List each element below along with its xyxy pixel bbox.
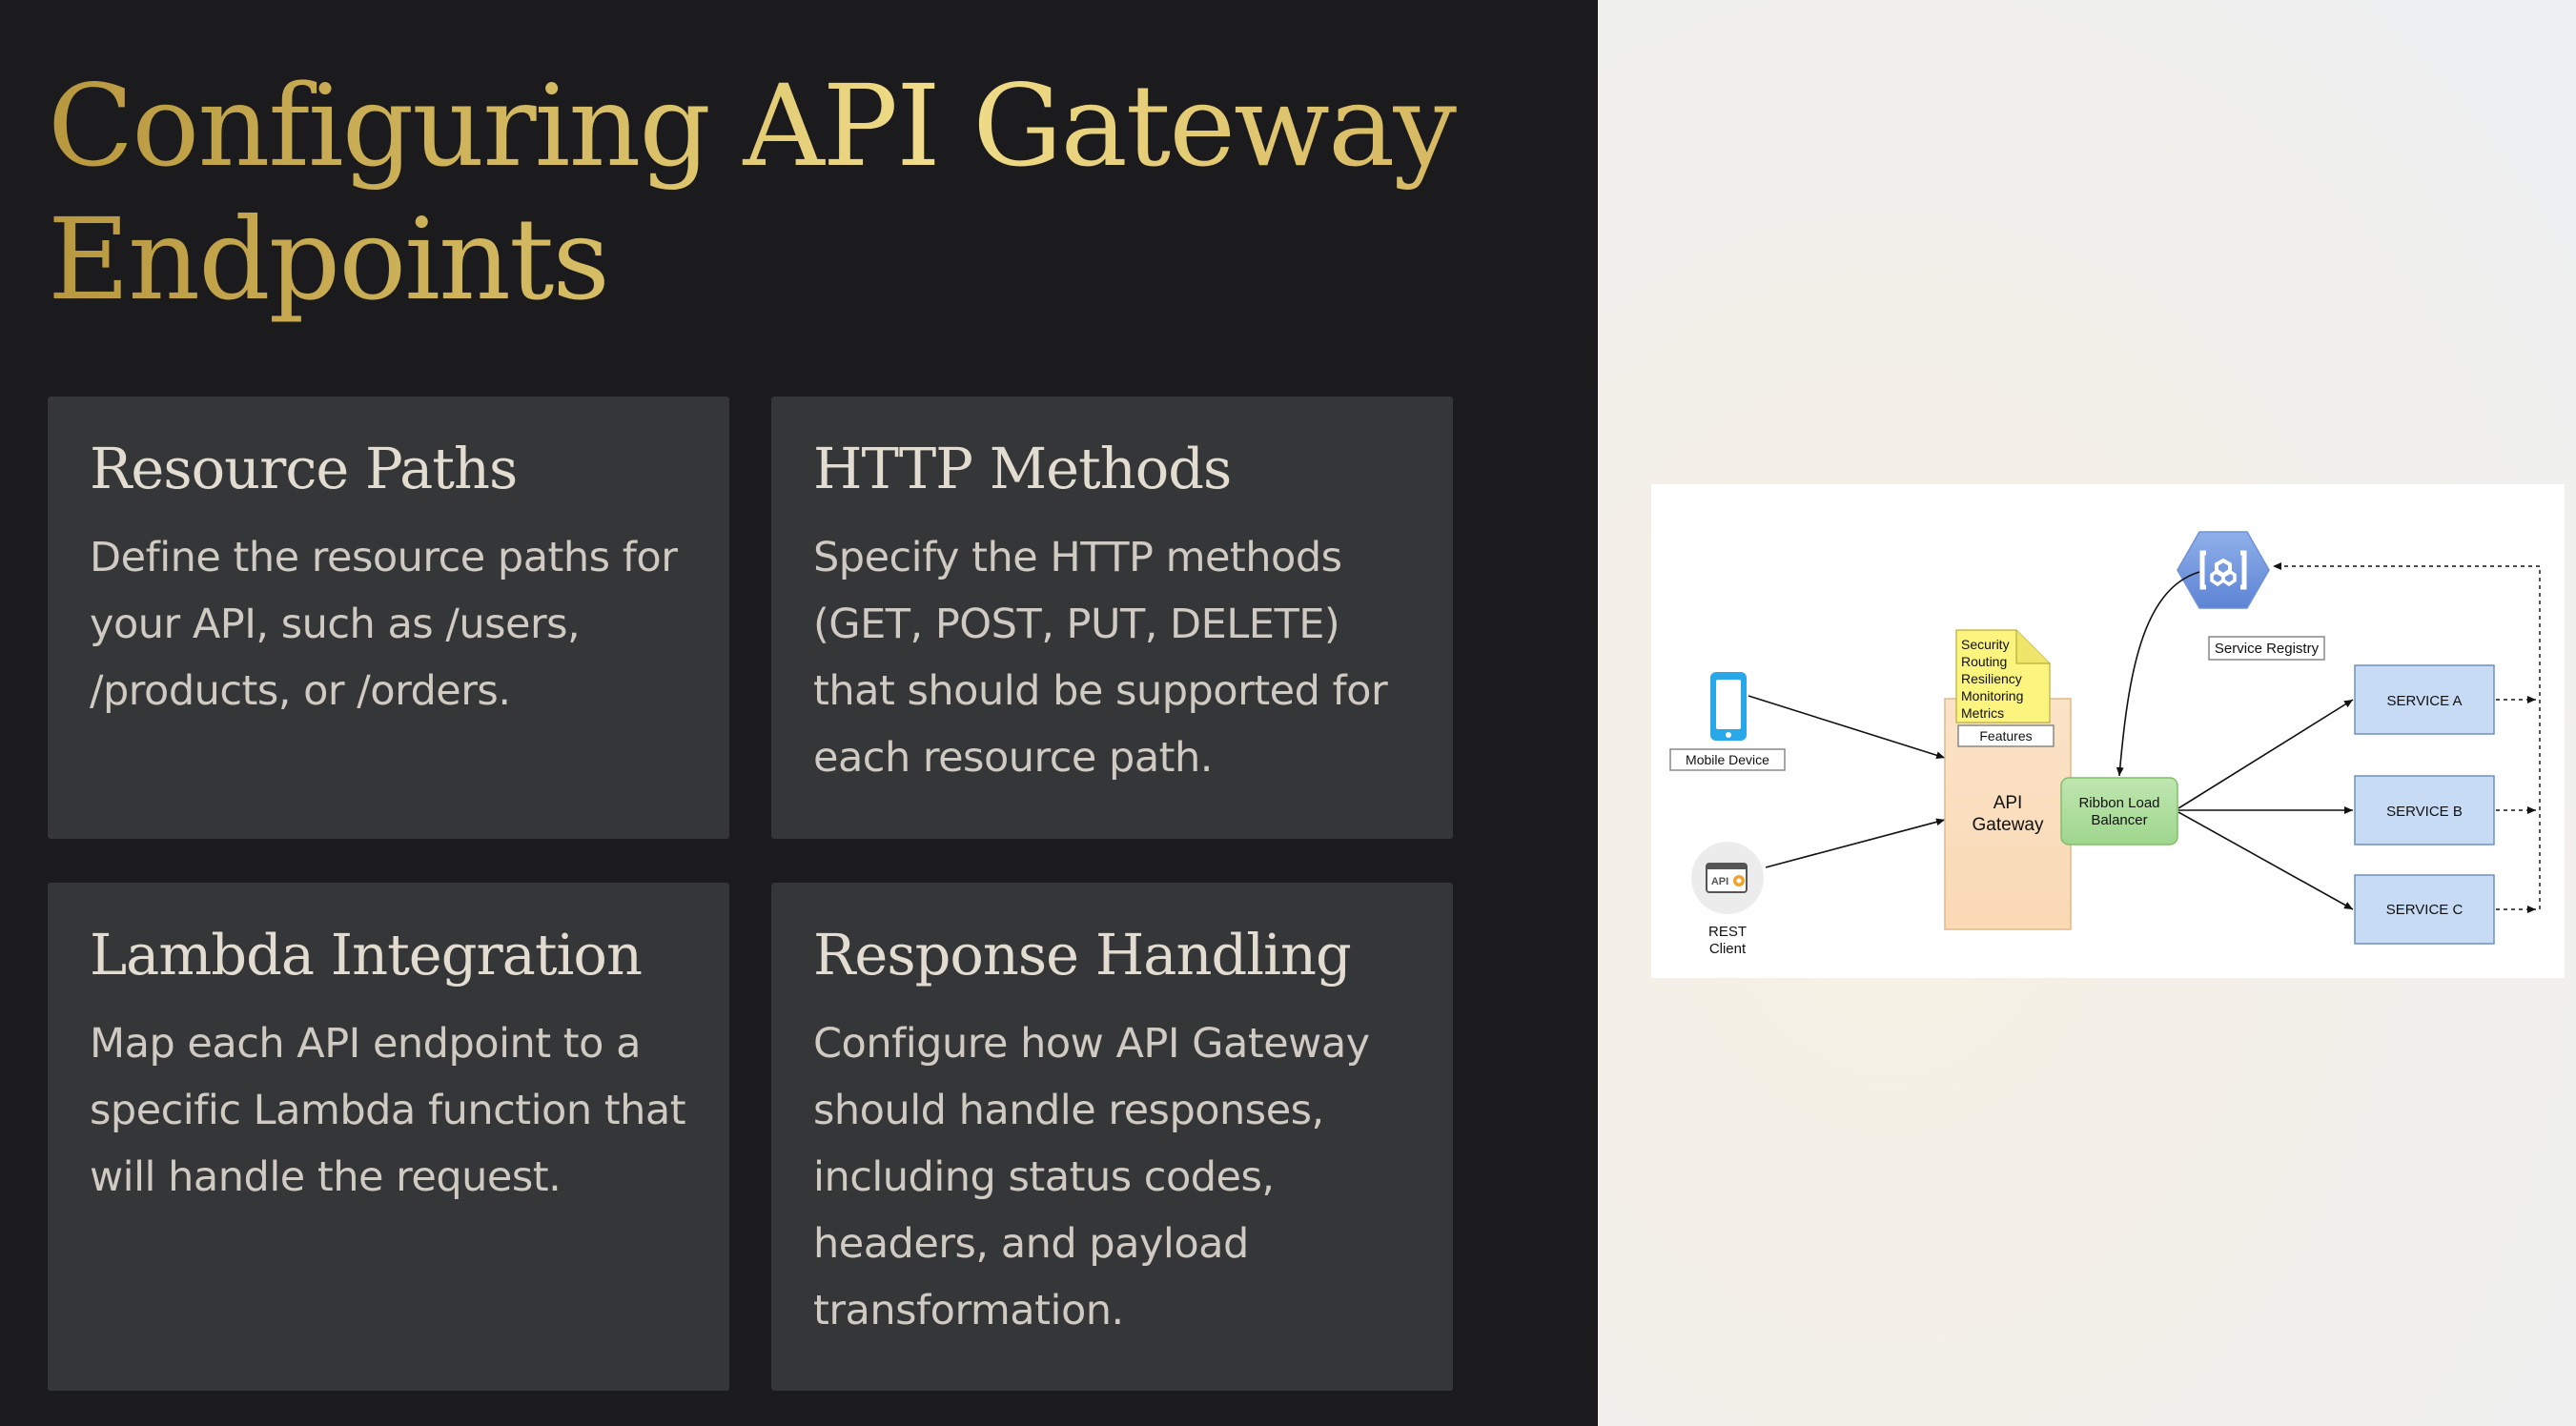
- lb-to-service-c-arrow: [2177, 811, 2354, 910]
- card-body: Configure how API Gateway should handle …: [813, 1020, 1370, 1334]
- mobile-device-icon: [1710, 672, 1747, 741]
- features-label-box: [1957, 724, 2055, 747]
- lb-to-service-a-arrow: [2177, 699, 2354, 809]
- card-body: Define the resource paths for your API, …: [90, 534, 678, 715]
- service-b-label: SERVICE B: [2386, 804, 2463, 820]
- card-heading: Response Handling: [813, 922, 1352, 988]
- rest-client-label-2: Client: [1709, 941, 1747, 957]
- card-heading: Resource Paths: [90, 436, 518, 501]
- load-balancer-label-2: Balancer: [2091, 812, 2147, 828]
- rest-client-label-1: REST: [1708, 924, 1747, 940]
- card-body: Specify the HTTP methods (GET, POST, PUT…: [813, 534, 1388, 782]
- note-fold: [2015, 630, 2050, 664]
- service-c-box: [2354, 874, 2495, 945]
- service-registry-label-box: [2208, 636, 2325, 661]
- card-resource-paths: Resource Paths Define the resource paths…: [48, 397, 729, 839]
- feature-security: Security: [1961, 637, 2010, 652]
- feature-routing: Routing: [1961, 654, 2007, 669]
- service-registry-label: Service Registry: [2215, 641, 2320, 657]
- card-body: Map each API endpoint to a specific Lamb…: [90, 1020, 686, 1201]
- api-gateway-label-1: API: [1993, 793, 2023, 813]
- feature-metrics: Metrics: [1961, 705, 2004, 721]
- card-heading: Lambda Integration: [90, 922, 643, 988]
- service-b-box: [2354, 775, 2495, 845]
- feature-monitoring: Monitoring: [1961, 688, 2023, 703]
- service-a-label: SERVICE A: [2387, 693, 2463, 709]
- service-c-label: SERVICE C: [2386, 902, 2464, 918]
- service-a-box: [2354, 664, 2495, 735]
- architecture-diagram: Mobile Device API REST Client API Gatewa…: [1651, 484, 2565, 978]
- api-badge: API: [1711, 876, 1728, 887]
- left-panel: Configuring API Gateway Endpoints Resour…: [48, 59, 1535, 1391]
- slide-title: Configuring API Gateway Endpoints: [48, 59, 1535, 326]
- mobile-device-label: Mobile Device: [1686, 752, 1769, 767]
- mobile-to-gateway-arrow: [1748, 695, 1946, 760]
- features-label: Features: [1979, 728, 2032, 744]
- api-gateway-label-2: Gateway: [1973, 815, 2044, 835]
- load-balancer-label-1: Ribbon Load: [2078, 795, 2159, 811]
- feature-resiliency: Resiliency: [1961, 671, 2022, 686]
- service-registry-icon: [2177, 531, 2270, 609]
- card-lambda-integration: Lambda Integration Map each API endpoint…: [48, 883, 729, 1391]
- card-response-handling: Response Handling Configure how API Gate…: [771, 883, 1453, 1391]
- mobile-device-label-box: [1669, 748, 1786, 771]
- card-http-methods: HTTP Methods Specify the HTTP methods (G…: [771, 397, 1453, 839]
- rest-to-gateway-arrow: [1765, 818, 1946, 868]
- card-heading: HTTP Methods: [813, 436, 1232, 501]
- rest-client-icon: API: [1691, 842, 1764, 914]
- registry-to-lb-arrow: [2116, 571, 2200, 777]
- load-balancer-box: [2060, 777, 2178, 845]
